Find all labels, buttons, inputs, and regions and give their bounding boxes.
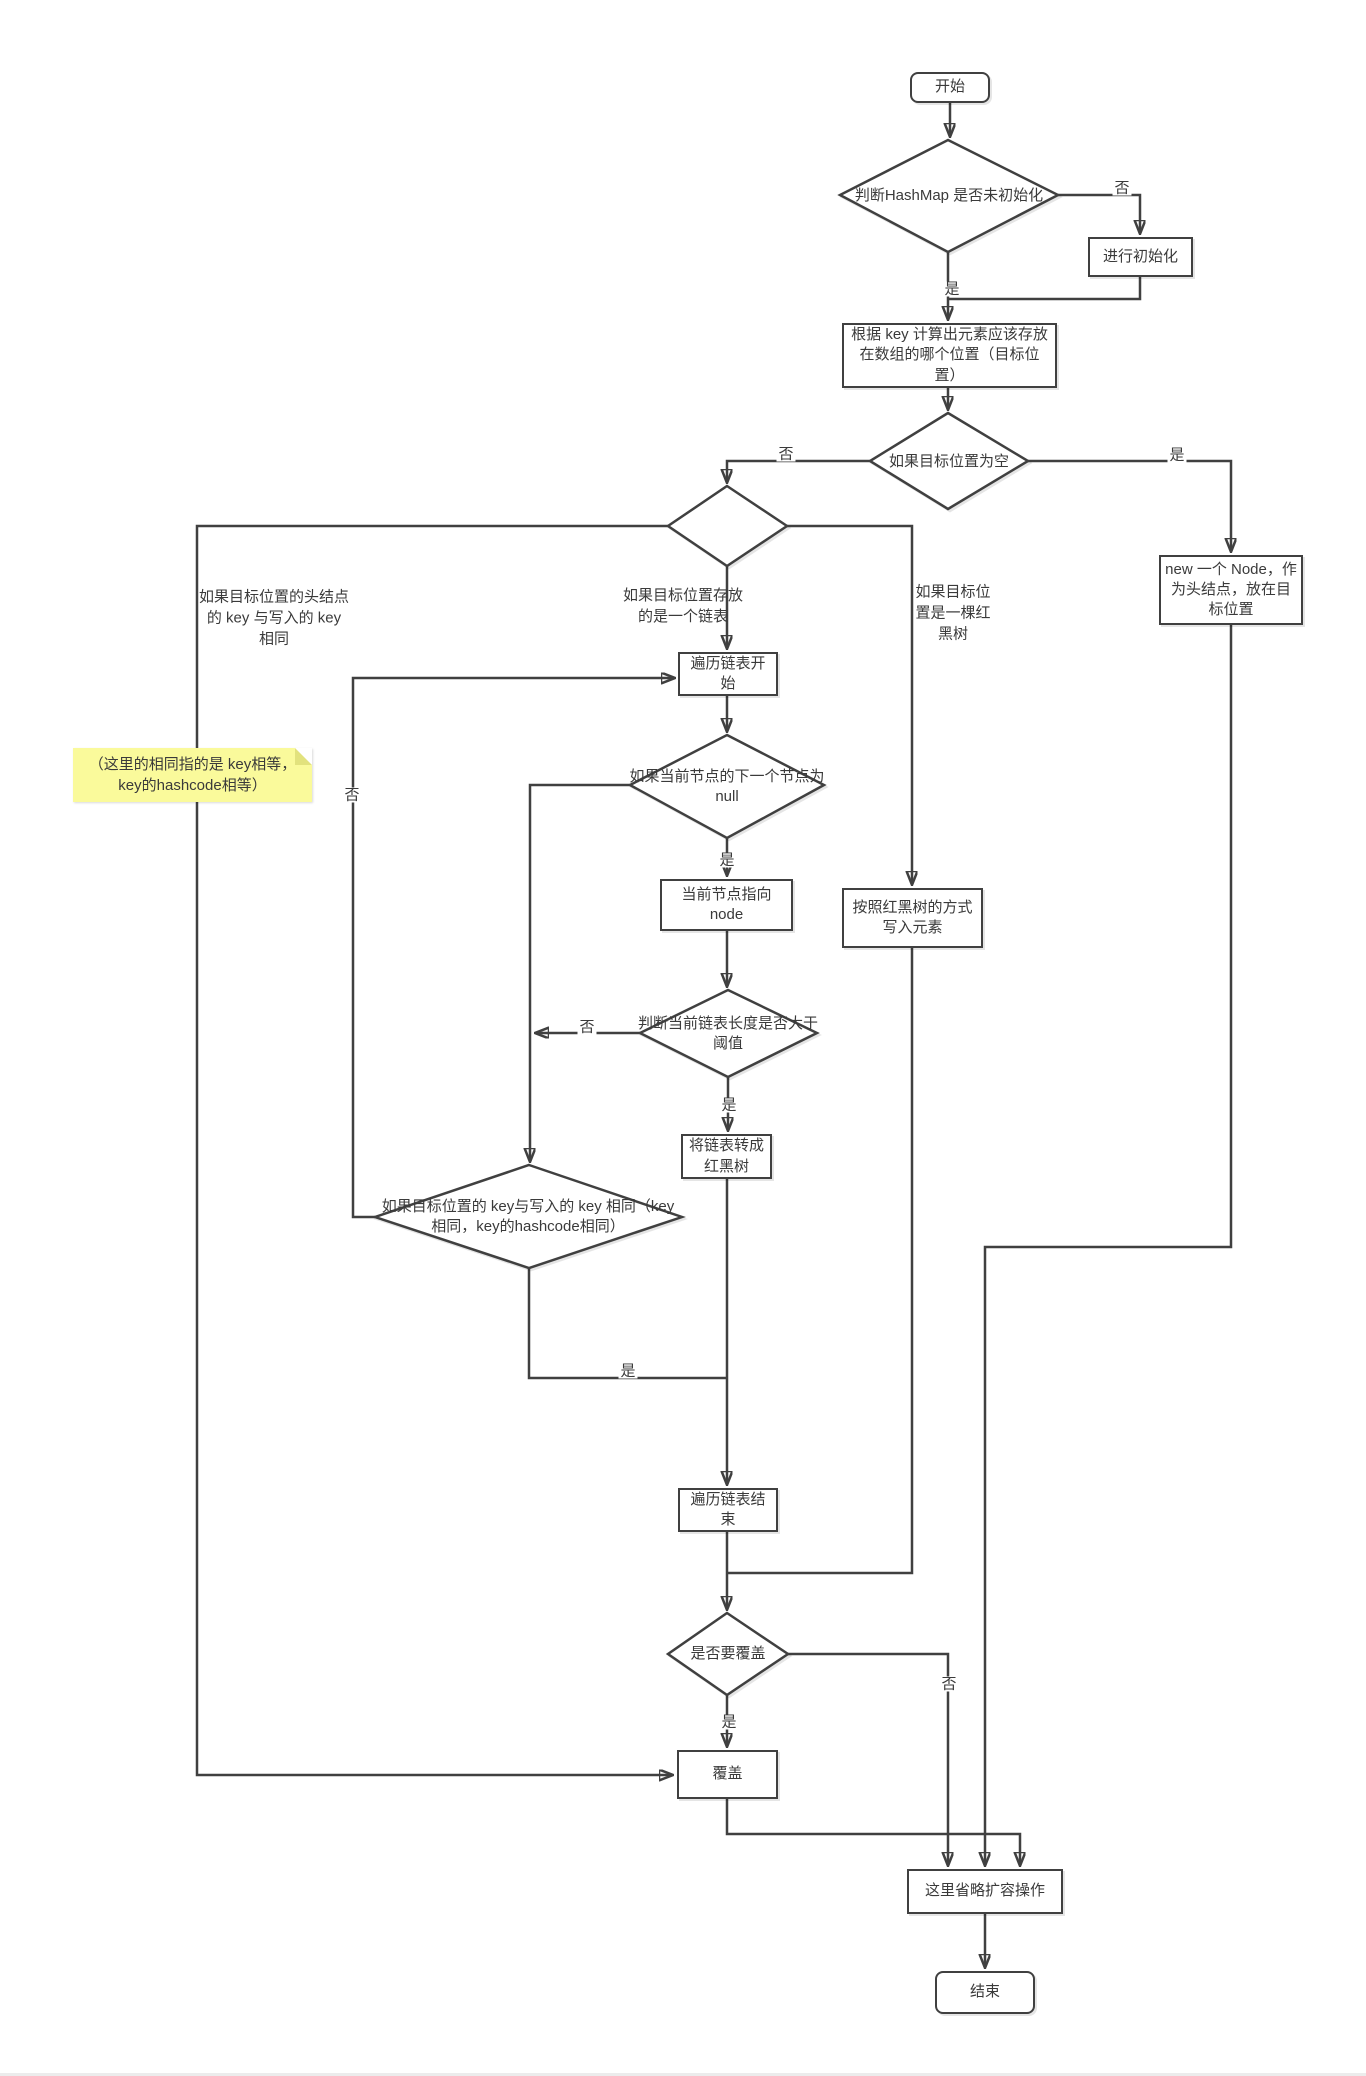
page-bottom-edge	[0, 2073, 1366, 2076]
edge-newnode-skipresize	[985, 625, 1233, 1865]
decision-len-threshold-label: 判断当前链表长度是否大于阈值	[637, 1014, 818, 1052]
sticky-note-text: （这里的相同指的是 key相等，key的hashcode相等）	[88, 756, 297, 794]
decision-check-init-label: 判断HashMap 是否未初始化	[854, 186, 1044, 204]
edge-label-yes-init: 是	[942, 280, 962, 298]
edge-label-no-threshold: 否	[577, 1018, 597, 1036]
edge-rbtwrite-merge	[727, 948, 914, 1575]
edge-nextnull-no-keysame	[530, 783, 630, 1161]
node-start: 开始	[910, 72, 990, 103]
edge-label-yes-overwrite: 是	[719, 1713, 739, 1731]
edge-checkinit-no-doinit	[1058, 193, 1140, 233]
node-rbt-write: 按照红黑树的方式写入元素	[842, 888, 983, 948]
edge-label-yes-empty: 是	[1167, 446, 1187, 464]
edge-label-yes-threshold: 是	[719, 1096, 739, 1114]
decision-check-init-shape	[837, 138, 1061, 254]
edge-label-no-empty: 否	[776, 445, 796, 463]
decision-pos-empty-shape	[867, 411, 1031, 511]
edge-posempty-no-branch	[727, 459, 870, 482]
edge-label-yes-nextnull: 是	[717, 851, 737, 869]
edge-doinit-merge	[948, 277, 1142, 301]
decision-next-null-shape	[627, 733, 827, 840]
decision-next-null-label: 如果当前节点的下一个节点为null	[629, 767, 825, 805]
branch-label-head-key-same: 如果目标位置的头结点的 key 与写入的 key 相同	[198, 588, 349, 648]
node-do-init: 进行初始化	[1088, 237, 1193, 277]
edge-branch-head-overwrite	[195, 524, 672, 1775]
node-to-rbt: 将链表转成红黑树	[681, 1134, 772, 1179]
edge-branch-tree-rbtwrite	[787, 524, 912, 884]
branch-label-is-tree: 如果目标位置是一棵红黑树	[915, 583, 991, 643]
edge-keysame-no-loop	[351, 678, 674, 1219]
node-end: 结束	[935, 1971, 1035, 2014]
edge-keysame-yes-merge	[527, 1268, 727, 1380]
decision-branch-type-shape	[665, 484, 790, 568]
node-point-node: 当前节点指向node	[660, 879, 793, 931]
decision-pos-empty-label: 如果目标位置为空	[888, 452, 1010, 470]
decision-key-same-label: 如果目标位置的 key与写入的 key 相同（key相同，key的hashcod…	[381, 1197, 675, 1235]
edge-label-no-init: 否	[1112, 179, 1132, 197]
decision-key-same-shape	[371, 1163, 686, 1270]
edge-posempty-yes-newnode	[1028, 459, 1231, 551]
edge-label-yes-keysame: 是	[618, 1362, 638, 1380]
edge-label-no-keysame: 否	[342, 786, 362, 804]
decision-len-threshold-shape	[637, 988, 820, 1079]
sticky-note-fold-icon	[295, 748, 312, 765]
branch-label-is-list: 如果目标位置存放的是一个链表	[622, 587, 743, 625]
decision-overwrite-label: 是否要覆盖	[690, 1644, 766, 1662]
node-overwrite: 覆盖	[677, 1750, 778, 1799]
edge-overwriteq-no-skipresize	[788, 1652, 948, 1865]
edge-overwrite-skipresize	[725, 1799, 1020, 1865]
edge-label-no-overwrite: 否	[939, 1675, 959, 1693]
decision-overwrite-shape	[665, 1611, 791, 1697]
node-skip-resize: 这里省略扩容操作	[907, 1869, 1063, 1914]
node-traverse-start: 遍历链表开始	[678, 652, 778, 696]
sticky-note: （这里的相同指的是 key相等，key的hashcode相等）	[73, 748, 312, 802]
node-traverse-end: 遍历链表结束	[678, 1488, 778, 1532]
node-compute-pos: 根据 key 计算出元素应该存放在数组的哪个位置（目标位置）	[842, 323, 1057, 388]
node-new-node: new 一个 Node，作为头结点，放在目标位置	[1159, 555, 1303, 625]
